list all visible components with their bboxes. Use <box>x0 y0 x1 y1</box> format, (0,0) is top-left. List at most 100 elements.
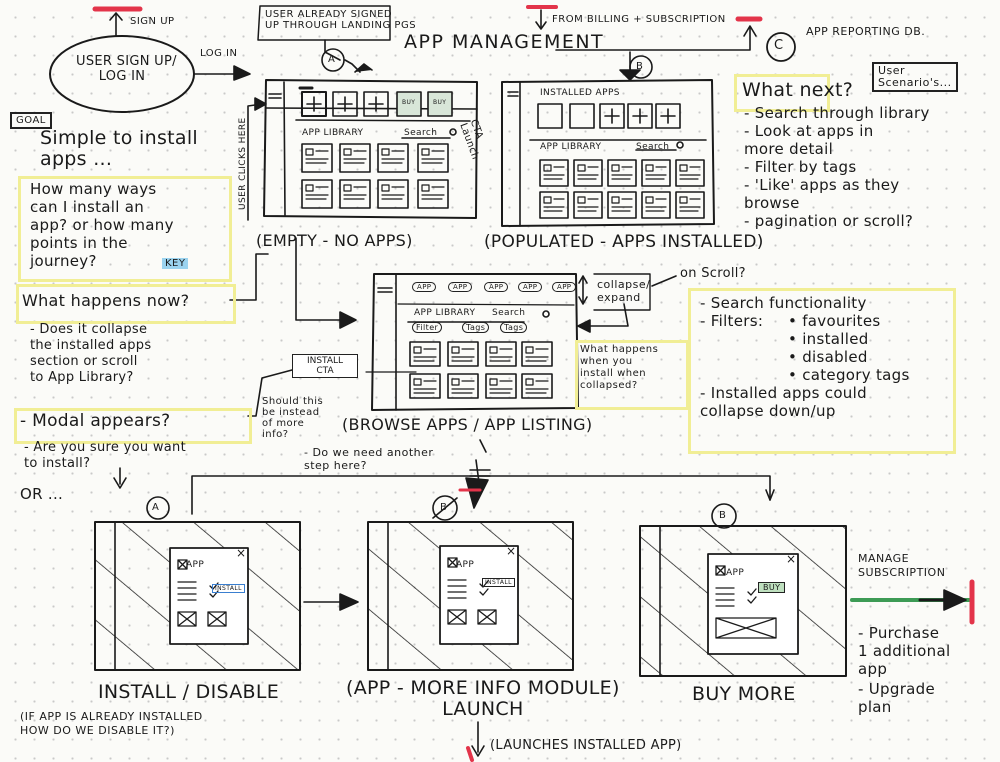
tags-pill-1[interactable]: Tags <box>462 322 490 333</box>
installed-app-pill[interactable]: APP <box>484 282 509 292</box>
feat-2: - Filters: <box>700 312 764 330</box>
collapse-line-1: - Does it collapse <box>30 322 148 337</box>
modal1-content <box>177 559 227 627</box>
feat-6: • category tags <box>788 366 910 384</box>
modal1-app-title: APP <box>186 560 205 570</box>
marker-b-top: B <box>636 61 644 72</box>
wh-1: What happens <box>580 344 659 355</box>
populated-app-card-sketch <box>543 196 565 212</box>
installed-app-pill[interactable]: APP <box>518 282 543 292</box>
browse-app-card[interactable] <box>447 373 479 399</box>
populated-app-card[interactable] <box>641 191 671 219</box>
populated-app-card[interactable] <box>675 191 705 219</box>
populated-app-card[interactable] <box>675 159 705 187</box>
populated-app-card-sketch <box>611 196 633 212</box>
populated-app-card-sketch <box>611 164 633 180</box>
inst-3: of more <box>262 418 305 429</box>
empty-buy-2[interactable]: BUY <box>433 99 447 106</box>
install-cta[interactable]: INSTALL CTA <box>292 354 358 378</box>
collapse-2: expand <box>597 291 641 304</box>
log-in-label: LOG IN <box>200 48 238 59</box>
launches-installed-app: (LAUNCHES INSTALLED APP) <box>490 738 682 753</box>
user-node-line-2: LOG IN <box>98 69 146 84</box>
empty-app-library-title: APP LIBRARY <box>302 128 364 138</box>
tags-pill-2[interactable]: Tags <box>500 322 528 333</box>
modal3-close[interactable]: × <box>786 552 797 566</box>
inote-1: (IF APP IS ALREADY INSTALLED <box>20 710 203 723</box>
user-node[interactable]: USER SIGN UP/ LOG IN <box>76 54 176 84</box>
marker-b-middle: B <box>440 502 448 513</box>
filter-pill[interactable]: Filter <box>412 322 443 333</box>
empty-buy-1[interactable]: BUY <box>402 99 416 106</box>
modal2-close[interactable]: × <box>506 544 517 558</box>
browse-app-card[interactable] <box>485 341 517 367</box>
browse-app-card-sketch <box>451 346 475 362</box>
populated-app-card[interactable] <box>573 159 603 187</box>
modal1-install-button[interactable]: INSTALL <box>212 584 245 593</box>
browse-app-card-sketch <box>451 378 475 394</box>
buy-more-label: BUY MORE <box>692 683 796 705</box>
populated-app-card[interactable] <box>539 159 569 187</box>
empty-app-card-sketch <box>343 184 367 200</box>
browse-app-card[interactable] <box>485 373 517 399</box>
empty-app-card-sketch <box>305 148 329 164</box>
modal2-install-button[interactable]: INSTALL <box>482 578 515 587</box>
what-next-highlight <box>734 74 830 112</box>
empty-app-card[interactable] <box>301 143 333 173</box>
browse-app-card[interactable] <box>521 341 553 367</box>
what-happens-now: What happens now? <box>22 291 190 310</box>
modal3-buy-button[interactable]: BUY <box>758 582 786 593</box>
next-5: - 'Like' apps as they <box>744 176 900 194</box>
empty-app-card-sketch <box>381 184 405 200</box>
empty-app-card-sketch <box>381 148 405 164</box>
purchase-1: - Purchase <box>858 624 940 642</box>
empty-app-card-sketch <box>421 184 445 200</box>
next-7: - pagination or scroll? <box>744 212 914 230</box>
populated-app-card[interactable] <box>641 159 671 187</box>
from-billing-label: FROM BILLING + SUBSCRIPTION <box>552 14 726 25</box>
browse-app-card[interactable] <box>447 341 479 367</box>
empty-app-card[interactable] <box>339 179 371 209</box>
empty-app-card[interactable] <box>377 179 409 209</box>
question-line-5: journey? <box>30 252 97 270</box>
another-step-note: - Do we need another step here? <box>304 446 433 472</box>
populated-app-card[interactable] <box>607 159 637 187</box>
populated-app-card[interactable] <box>573 191 603 219</box>
browse-app-card[interactable] <box>521 373 553 399</box>
feat-3: • favourites <box>788 312 881 330</box>
empty-app-card[interactable] <box>339 143 371 173</box>
already-signed-note: USER ALREADY SIGNED UP THROUGH LANDING P… <box>265 9 416 31</box>
empty-app-card[interactable] <box>417 143 449 173</box>
features-highlight <box>688 288 956 454</box>
installed-app-pill[interactable]: APP <box>448 282 473 292</box>
empty-app-card[interactable] <box>377 143 409 173</box>
populated-label: (POPULATED - APPS INSTALLED) <box>484 232 764 252</box>
empty-label: (EMPTY - NO APPS) <box>256 231 413 250</box>
marker-a-bottom: A <box>152 502 160 513</box>
more-info-2: LAUNCH <box>442 698 524 720</box>
goal-line-1: Simple to install <box>40 127 198 149</box>
modal1-close[interactable]: × <box>236 546 247 560</box>
install-disable-label: INSTALL / DISABLE <box>98 681 280 703</box>
populated-app-library-title: APP LIBRARY <box>540 142 602 152</box>
collapse-line-3: section or scroll <box>30 354 138 369</box>
installed-app-pill[interactable]: APP <box>412 282 437 292</box>
empty-app-card-sketch <box>305 184 329 200</box>
more-info-label: (APP - MORE INFO MODULE) LAUNCH <box>346 678 620 720</box>
browse-app-card[interactable] <box>409 341 441 367</box>
sign-up-label: SIGN UP <box>130 16 175 27</box>
on-scroll: on Scroll? <box>680 266 746 281</box>
populated-app-card-sketch <box>577 164 599 180</box>
installed-apps-title: INSTALLED APPS <box>540 88 620 98</box>
empty-app-card[interactable] <box>417 179 449 209</box>
populated-app-card[interactable] <box>607 191 637 219</box>
purchase-2: 1 additional <box>858 642 951 660</box>
goal-tag: GOAL <box>10 112 52 129</box>
empty-app-card[interactable] <box>301 179 333 209</box>
browse-search[interactable]: Search <box>492 308 526 318</box>
populated-app-card[interactable] <box>539 191 569 219</box>
modal2-content <box>447 557 497 625</box>
browse-app-card[interactable] <box>409 373 441 399</box>
already-signed-line-2: UP THROUGH LANDING PGS <box>265 20 417 31</box>
installed-app-pill[interactable]: APP <box>552 282 577 292</box>
